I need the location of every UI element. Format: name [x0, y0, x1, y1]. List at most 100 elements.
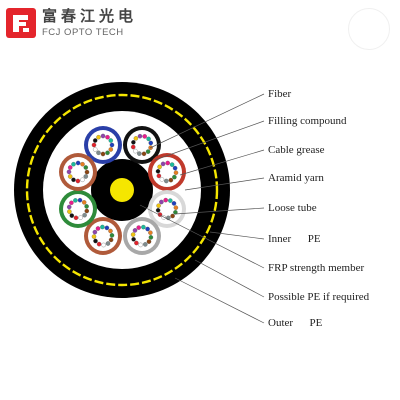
leader-line	[194, 259, 265, 298]
fiber	[168, 198, 173, 203]
fiber	[100, 224, 105, 230]
filling-compound	[63, 194, 93, 224]
fiber	[105, 134, 110, 140]
fiber	[148, 230, 153, 235]
fiber	[84, 208, 90, 214]
fiber	[173, 170, 179, 175]
fiber	[157, 164, 162, 170]
fiber	[168, 177, 174, 183]
fiber	[132, 228, 138, 233]
fiber	[75, 178, 81, 184]
fiber	[95, 226, 101, 231]
label-loose-tube: Loose tube	[268, 202, 317, 214]
fiber	[105, 241, 111, 246]
fiber	[173, 205, 179, 210]
fiber	[66, 169, 72, 175]
fiber	[81, 200, 87, 205]
decorative-arc	[348, 8, 390, 50]
fiber	[141, 224, 146, 230]
fiber	[137, 133, 143, 139]
fiber	[134, 240, 139, 246]
fiber	[101, 242, 106, 248]
filling-compound	[127, 130, 157, 160]
fiber	[141, 151, 147, 157]
fiber	[133, 136, 139, 141]
fiber	[71, 161, 76, 167]
fiber	[82, 212, 87, 218]
fiber	[71, 177, 76, 183]
fiber	[92, 147, 98, 152]
fiber	[66, 204, 72, 210]
fiber	[148, 235, 154, 240]
label-filling-compound: Filling compound	[268, 115, 347, 127]
fiber	[148, 140, 154, 146]
fiber	[138, 242, 143, 248]
fiber	[130, 144, 136, 150]
fiber	[155, 169, 161, 174]
fiber	[100, 133, 106, 139]
label-aramid-yarn: Aramid yarn	[268, 172, 324, 184]
fiber	[96, 134, 101, 140]
fiber	[104, 225, 110, 231]
fiber	[73, 215, 79, 221]
fiber	[172, 174, 177, 180]
fiber	[160, 161, 166, 167]
fiber	[67, 165, 73, 170]
fiber	[136, 225, 141, 230]
leader-line	[174, 277, 265, 324]
fiber	[91, 142, 97, 148]
fiber	[108, 147, 114, 152]
fiber	[109, 233, 115, 238]
fiber	[96, 150, 101, 156]
fiber	[164, 178, 169, 184]
fcj-logo-icon	[6, 8, 36, 38]
fiber	[108, 138, 114, 143]
fiber	[163, 197, 168, 203]
aramid-yarn-ring	[25, 93, 219, 287]
label-outer-pe: Outer PE	[268, 317, 323, 329]
fiber	[91, 234, 97, 239]
label-possible-pe: Possible PE if required	[268, 291, 370, 303]
fiber	[108, 228, 113, 234]
fiber	[146, 136, 151, 142]
fiber	[83, 174, 89, 179]
frp-strength-member	[110, 178, 134, 202]
label-cable-grease: Cable grease	[268, 144, 325, 156]
label-inner-pe: Inner PE	[268, 233, 321, 245]
fiber	[83, 165, 89, 170]
fiber	[145, 149, 151, 154]
fiber	[92, 229, 98, 235]
fiber	[100, 151, 106, 157]
fiber	[131, 140, 136, 145]
fiber	[69, 200, 74, 206]
fiber	[75, 160, 81, 166]
leader-line	[209, 231, 265, 240]
fiber	[143, 242, 148, 247]
fiber	[80, 161, 85, 167]
fiber	[156, 173, 162, 179]
fiber	[93, 238, 98, 244]
fiber	[133, 148, 138, 154]
fiber	[69, 213, 75, 218]
fiber	[67, 174, 73, 179]
fiber	[170, 213, 175, 219]
fiber	[92, 138, 98, 143]
leader-line	[139, 204, 265, 269]
filling-compound	[63, 157, 93, 187]
company-name-chinese: 富春江光电	[42, 6, 138, 25]
fiber	[165, 160, 170, 166]
fiber	[80, 177, 85, 183]
fiber	[159, 177, 165, 182]
filling-compound	[88, 221, 118, 251]
fiber	[145, 226, 150, 232]
filling-compound	[152, 157, 182, 187]
fiber	[172, 165, 178, 171]
fiber	[73, 198, 78, 203]
fiber	[108, 237, 114, 243]
leader-line	[174, 207, 265, 215]
fiber	[142, 134, 147, 139]
fiber	[84, 204, 89, 209]
company-name-english: FCJ OPTO TECH	[42, 26, 124, 38]
fiber	[137, 151, 142, 156]
